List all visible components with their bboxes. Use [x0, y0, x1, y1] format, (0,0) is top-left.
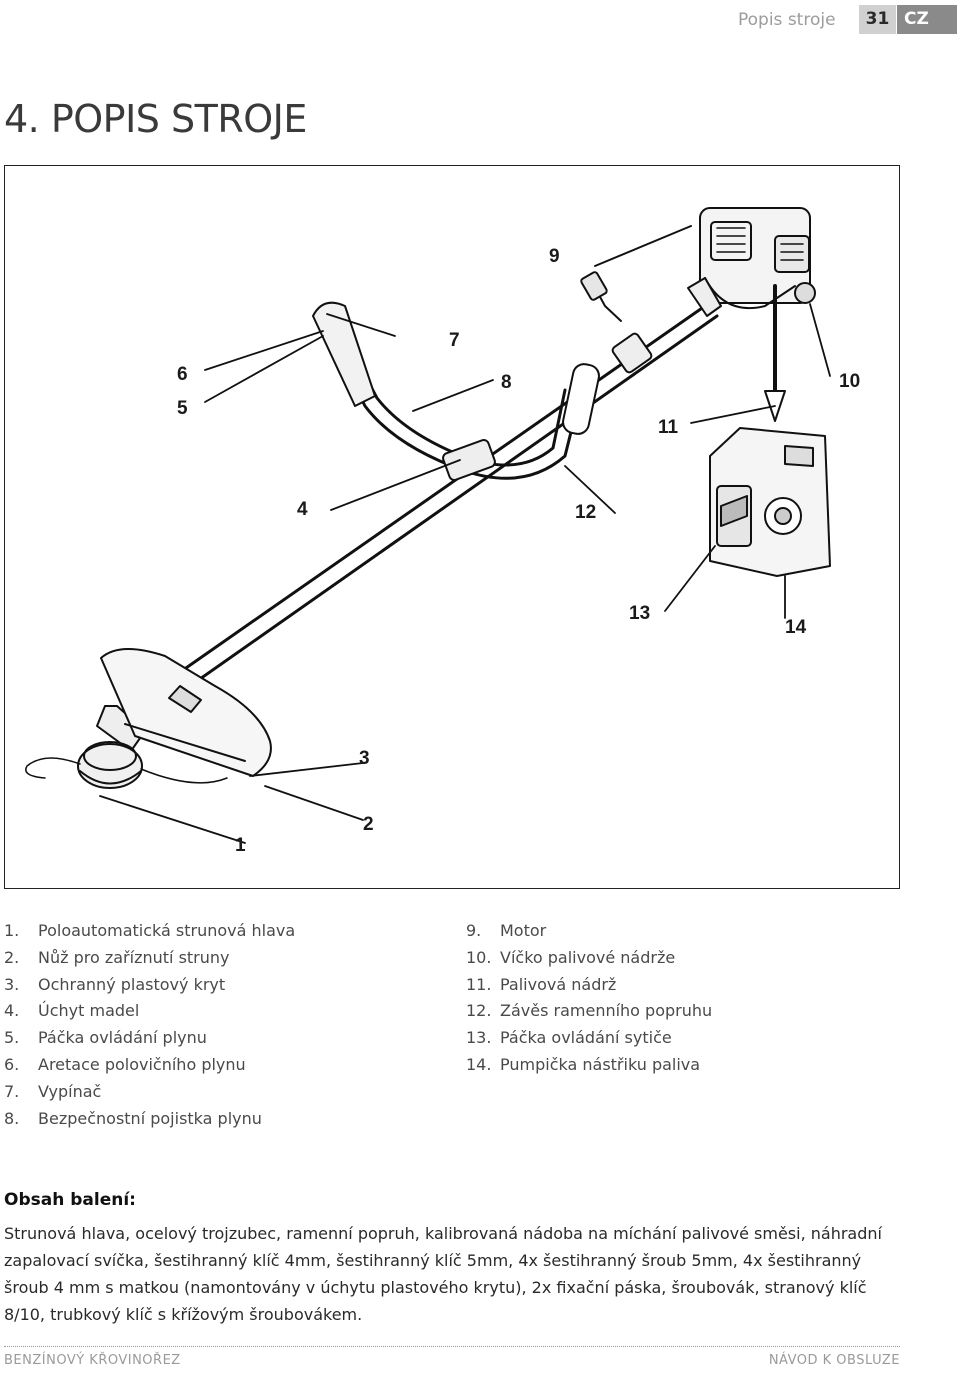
callout-8: 8 [501, 372, 512, 393]
callout-2: 2 [363, 814, 374, 835]
callout-7: 7 [449, 330, 460, 351]
engine-drawing [687, 207, 816, 317]
callout-12: 12 [575, 502, 597, 523]
fuel-tank-drawing [709, 427, 831, 577]
list-item: 2.Nůž pro zaříznutí struny [4, 947, 230, 967]
callout-4: 4 [297, 499, 308, 520]
parts-list-right: 9.Motor 10.Víčko palivové nádrže 11.Pali… [466, 918, 712, 1079]
footer-divider [4, 1346, 900, 1347]
list-item: 7.Vypínač [4, 1081, 102, 1101]
list-item: 11.Palivová nádrž [466, 974, 617, 994]
callout-10: 10 [839, 371, 861, 392]
package-heading: Obsah balení: [4, 1190, 136, 1210]
list-item: 5.Páčka ovládání plynu [4, 1028, 207, 1048]
list-item: 4.Úchyt madel [4, 1001, 140, 1021]
list-item: 10.Víčko palivové nádrže [466, 947, 676, 967]
list-item: 14.Pumpička nástřiku paliva [466, 1054, 701, 1074]
language-badge: CZ [897, 5, 957, 34]
brushcutter-drawing [25, 207, 831, 844]
page-title: 4. POPIS STROJE [4, 97, 307, 141]
list-item: 13.Páčka ovládání sytiče [466, 1028, 672, 1048]
footer-product-name: BENZÍNOVÝ KŘOVINOŘEZ [4, 1353, 181, 1368]
parts-list-left: 1.Poloautomatická strunová hlava 2.Nůž p… [4, 918, 295, 1132]
list-item: 1.Poloautomatická strunová hlava [4, 921, 296, 940]
callout-1: 1 [235, 835, 246, 856]
callout-9: 9 [549, 246, 560, 267]
header-section-title: Popis stroje [738, 10, 836, 30]
callout-3: 3 [359, 748, 370, 769]
callout-13: 13 [629, 603, 651, 624]
callout-6: 6 [177, 364, 188, 385]
list-item: 3.Ochranný plastový kryt [4, 974, 226, 994]
callout-5: 5 [177, 398, 188, 419]
page-number: 31 [859, 5, 896, 34]
list-item: 9.Motor [466, 921, 547, 940]
list-item: 12.Závěs ramenního popruhu [466, 1001, 713, 1021]
list-item: 8.Bezpečnostní pojistka plynu [4, 1108, 262, 1128]
footer-manual-name: NÁVOD K OBSLUZE [768, 1353, 900, 1368]
callout-14: 14 [785, 617, 807, 638]
callout-11: 11 [658, 417, 679, 438]
machine-illustration: 1 2 3 4 5 6 7 8 9 10 11 12 13 14 [4, 165, 900, 889]
package-contents-text: Strunová hlava, ocelový trojzubec, ramen… [4, 1224, 882, 1324]
list-item: 6.Aretace polovičního plynu [4, 1054, 246, 1074]
